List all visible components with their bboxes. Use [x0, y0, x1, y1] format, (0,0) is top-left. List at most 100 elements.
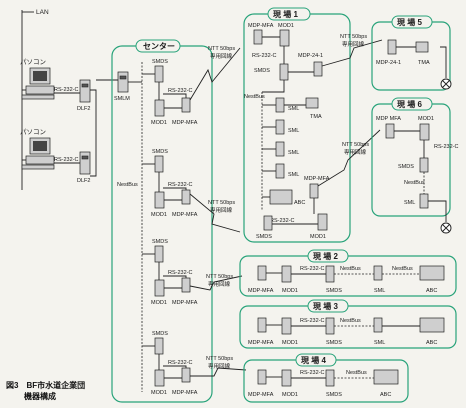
ntt-line-label: NTT 50bps	[340, 34, 367, 40]
lan-label: LAN	[36, 9, 49, 16]
mod1-label: MOD1	[282, 392, 298, 398]
smds-label: SMDS	[326, 340, 342, 346]
mdp-mfa-label: MDP-MFA	[248, 288, 274, 294]
mod1-label: MOD1	[282, 288, 298, 294]
mod1-label: MOD1	[151, 390, 167, 396]
center-row-1: SMDS RS-232-C MOD1 MDP-MFA	[142, 59, 198, 126]
abc-label: ABC	[294, 200, 305, 206]
ntt-line-center-site1b: NTT 50bps 専用回線	[189, 193, 241, 233]
rs232c-label: RS-232-C	[434, 144, 458, 150]
mod1-label: MOD1	[151, 120, 167, 126]
site4-tag	[295, 353, 337, 367]
rs232c-label: RS-232-C	[270, 218, 294, 224]
mdp24-label: MDP-24-1	[376, 60, 401, 66]
pc-label-1: パソコン	[20, 58, 46, 66]
center-row-3: SMDS RS-232-C MOD1 MDP-MFA	[142, 239, 198, 306]
ntt-line-center-site2: NTT 50bps 専用回線	[189, 274, 243, 291]
site6-tag	[391, 97, 433, 111]
dlf2-device	[79, 151, 91, 175]
smds-label: SMDS	[254, 68, 270, 74]
mod1-label: MOD1	[310, 234, 326, 240]
abc-label: ABC	[426, 288, 437, 294]
rs232c-label: RS-232-C	[300, 318, 324, 324]
center-group-title: センター	[143, 41, 175, 51]
smds-label: SMDS	[326, 288, 342, 294]
mdp-mfa-label: MDP-MFA	[172, 212, 198, 218]
site3-devices: MDP-MFA MOD1 RS-232-C SMDS NestBus SML A…	[248, 317, 445, 346]
rs232c-label: RS-232-C	[168, 270, 192, 276]
smds-label: SMDS	[152, 59, 168, 65]
ntt-line-site1-site6: NTT 50bps 専用回線	[317, 129, 381, 187]
site4-title: 現 場 4	[301, 355, 326, 365]
smds-label: SMDS	[152, 239, 168, 245]
site5-tag	[391, 15, 433, 29]
site1-tag	[267, 7, 311, 21]
site3-title: 現 場 3	[313, 301, 338, 311]
nestbus-label: NestBus	[340, 266, 361, 272]
mod1-label: MOD1	[151, 300, 167, 306]
ntt-line-sub: 専用回線	[344, 148, 367, 156]
ntt-line-center-site4: NTT 50bps 専用回線	[190, 356, 247, 377]
rs232c-label: RS-232-C	[300, 370, 324, 376]
smds-label: SMDS	[398, 164, 414, 170]
site2-devices: MDP-MFA MOD1 RS-232-C SMDS NestBus SML N…	[248, 265, 445, 294]
site1-bottom: MDP-MFA RS-232-C MOD1 SMDS	[256, 176, 330, 240]
nestbus-label: NestBus	[340, 318, 361, 324]
rs232c-label: RS-232-C	[168, 360, 192, 366]
ntt-line-site1-site5: NTT 50bps 専用回線	[321, 34, 383, 67]
mdp-mfa-label: MDP MFA	[376, 116, 401, 122]
site6-devices: MDP MFA MOD1 RS-232-C SMDS NestBus SML	[376, 116, 458, 234]
nestbus-label: NestBus	[392, 266, 413, 272]
site4-devices: MDP-MFA MOD1 RS-232-C SMDS NestBus ABC	[248, 369, 399, 398]
mod1-label: MOD1	[418, 116, 434, 122]
mdp-mfa-label: MDP-MFA	[248, 392, 274, 398]
mdp-mfa-label: MDP-MFA	[172, 390, 198, 396]
smds-label: SMDS	[152, 331, 168, 337]
ntt-line-label: NTT 50bps	[208, 46, 235, 52]
site1-row-top: MDP-MFA MOD1 RS-232-C SMDS	[248, 23, 294, 81]
abc-label: ABC	[380, 392, 391, 398]
mdp-mfa-label: MDP-MFA	[304, 176, 330, 182]
figure-caption-line1: 図3 BF市水道企業団	[6, 380, 85, 390]
ntt-line-label: NTT 50bps	[208, 200, 235, 206]
dlf2-label-2: DLF2	[77, 178, 90, 184]
smds-label: SMDS	[152, 149, 168, 155]
smlm-label: SMLM	[114, 96, 130, 102]
site1-mdp24: MDP-24-1	[288, 53, 323, 77]
figure-caption-line2: 機器構成	[24, 391, 56, 401]
sml-label: SML	[288, 150, 299, 156]
mdp24-label: MDP-24-1	[298, 53, 323, 59]
nestbus-label: NestBus	[404, 180, 425, 186]
mdp-mfa-label: MDP-MFA	[172, 300, 198, 306]
site2-title: 現 場 2	[313, 251, 338, 261]
mdp-mfa-label: MDP-MFA	[248, 340, 274, 346]
tma-label: TMA	[310, 114, 322, 120]
sml-label: SML	[404, 200, 415, 206]
rs232c-label-pc2: RS-232-C	[54, 157, 78, 163]
nestbus-label: NestBus	[346, 370, 367, 376]
smds-label: SMDS	[326, 392, 342, 398]
ntt-line-sub: 専用回線	[208, 362, 231, 370]
rs232c-label: RS-232-C	[168, 182, 192, 188]
mod1-label: MOD1	[282, 340, 298, 346]
ntt-line-sub: 専用回線	[210, 52, 233, 60]
mod1-label: MOD1	[151, 212, 167, 218]
sml-label: SML	[288, 106, 299, 112]
center-row-2: SMDS RS-232-C MOD1 MDP-MFA	[142, 149, 198, 218]
site5-title: 現 場 5	[397, 17, 422, 27]
tma-label: TMA	[418, 60, 430, 66]
ntt-line-label: NTT 50bps	[206, 356, 233, 362]
ntt-line-label: NTT 50bps	[342, 142, 369, 148]
mdp-mfa-label: MDP-MFA	[172, 120, 198, 126]
dlf2-device	[79, 79, 91, 103]
site3-tag	[307, 299, 349, 313]
site6-title: 現 場 6	[397, 99, 422, 109]
rs232c-label: RS-232-C	[300, 266, 324, 272]
site2-tag	[307, 249, 349, 263]
ntt-line-sub: 専用回線	[342, 40, 365, 48]
pc-icon	[21, 67, 55, 100]
rs232c-label-pc1: RS-232-C	[54, 87, 78, 93]
rs232c-label: RS-232-C	[168, 88, 192, 94]
